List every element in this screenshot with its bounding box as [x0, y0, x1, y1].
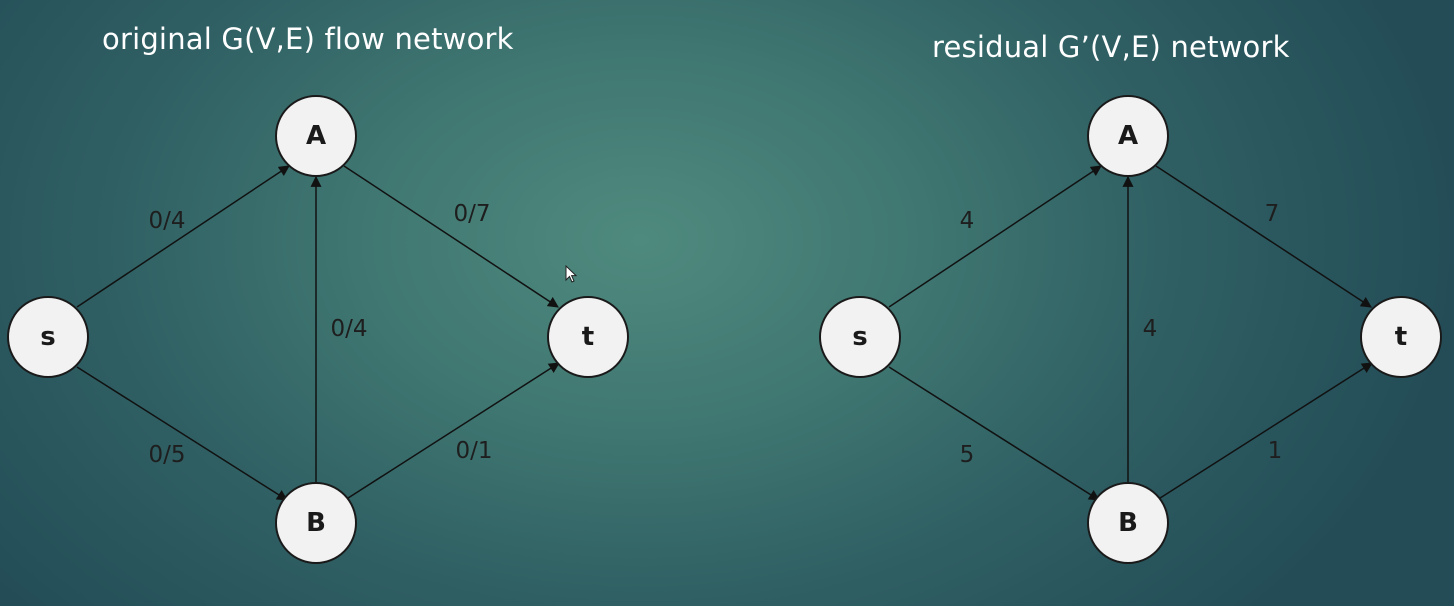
left-edge-s-b: [76, 366, 288, 501]
right-edge-label-b-a: 4: [1143, 316, 1158, 342]
right-node-a-label: A: [1118, 121, 1138, 151]
right-node-s-label: s: [852, 322, 867, 352]
right-node-t: t: [1360, 296, 1442, 378]
left-node-b-label: B: [306, 508, 326, 538]
right-edge-s-a: [888, 165, 1102, 308]
right-node-a: A: [1087, 95, 1169, 177]
left-edge-label-b-t: 0/1: [455, 438, 492, 464]
left-edge-label-b-a: 0/4: [330, 316, 367, 342]
left-edge-label-s-b: 0/5: [148, 442, 185, 468]
left-diagram-title: original G(V,E) flow network: [102, 22, 514, 56]
left-edge-label-a-t: 0/7: [453, 201, 490, 227]
left-node-a: A: [275, 95, 357, 177]
right-node-b: B: [1087, 482, 1169, 564]
left-edge-a-t: [343, 165, 559, 308]
left-graph: 0/4 0/7 0/4 0/5 0/1 s A B t: [7, 95, 629, 564]
left-node-a-label: A: [306, 121, 326, 151]
right-edge-label-s-a: 4: [960, 208, 975, 234]
left-node-s: s: [7, 296, 89, 378]
left-edge-label-s-a: 0/4: [148, 208, 185, 234]
left-node-t-label: t: [582, 322, 594, 352]
right-edge-label-s-b: 5: [960, 442, 975, 468]
right-node-s: s: [819, 296, 901, 378]
left-edge-s-a: [76, 165, 290, 308]
left-edge-b-t: [344, 362, 560, 501]
right-edge-label-a-t: 7: [1265, 201, 1280, 227]
right-node-t-label: t: [1395, 322, 1407, 352]
right-edge-s-b: [888, 366, 1100, 501]
right-diagram-title: residual G’(V,E) network: [932, 30, 1290, 64]
left-node-s-label: s: [40, 322, 55, 352]
right-node-b-label: B: [1118, 508, 1138, 538]
left-node-t: t: [547, 296, 629, 378]
right-edge-a-t: [1155, 165, 1372, 308]
right-edge-label-b-t: 1: [1268, 438, 1283, 464]
right-edge-b-t: [1156, 362, 1373, 501]
left-node-b: B: [275, 482, 357, 564]
right-graph: 4 7 4 5 1 s A B t: [819, 95, 1442, 564]
mouse-pointer-icon: [565, 265, 577, 283]
